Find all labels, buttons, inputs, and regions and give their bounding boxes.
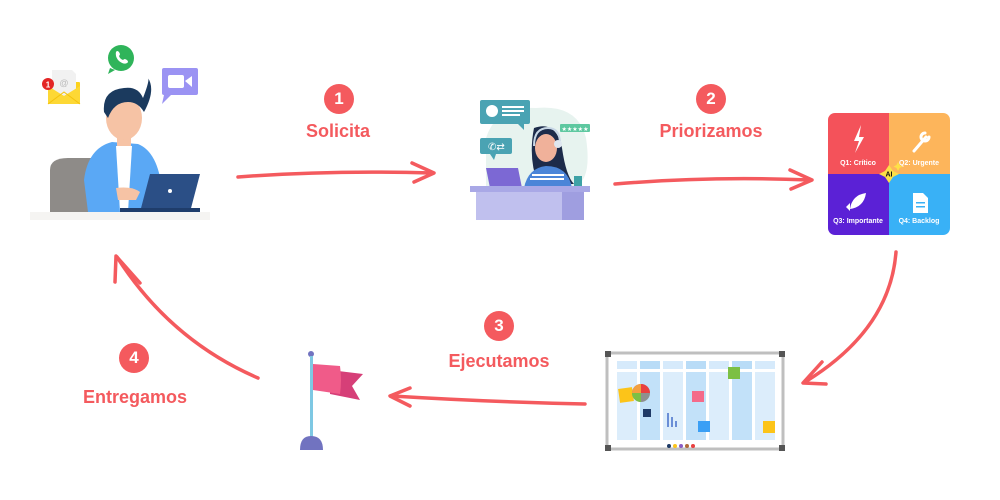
board-column <box>640 372 660 440</box>
delivery-flag <box>298 350 368 450</box>
board-column <box>709 372 729 440</box>
document-icon <box>913 193 928 213</box>
svg-text:1: 1 <box>46 81 51 90</box>
task-board <box>605 351 785 453</box>
notification-badge: 1 <box>42 78 54 90</box>
arrow-step-4-head <box>113 254 142 285</box>
arrow-matrix-to-board <box>803 250 898 384</box>
board-column <box>732 372 752 440</box>
arrow-step-2 <box>613 176 812 186</box>
rocket-icon <box>846 193 866 211</box>
arrow-matrix-to-board-head <box>801 360 828 386</box>
step-1-label: Solicita <box>305 121 371 141</box>
step-3-label: Ejecutamos <box>448 351 550 371</box>
rating-badge: ★★★★★ <box>560 124 590 133</box>
contact-card-icon <box>480 100 530 130</box>
quadrant-q2-label: Q2: Urgente <box>899 160 939 167</box>
ai-badge: AI <box>879 162 903 183</box>
wrench-icon <box>912 131 931 153</box>
step-3-badge: 3 <box>484 311 514 341</box>
svg-text:AI: AI <box>886 172 893 179</box>
board-column-header <box>640 361 660 369</box>
board-column-header <box>617 361 637 369</box>
step-4-label: Entregamos <box>82 387 188 407</box>
phone-transfer-icon: ✆⇄ <box>480 138 512 160</box>
board-column-header <box>709 361 729 369</box>
board-column-header <box>755 361 775 369</box>
board-column <box>617 372 637 440</box>
video-call-icon <box>162 68 198 104</box>
arrow-step-1-head <box>410 161 436 184</box>
email-icon: @ <box>47 70 81 105</box>
step-4-badge: 4 <box>119 343 149 373</box>
support-agent-illustration: ✆⇄ ★★★★★ <box>466 98 592 222</box>
lightning-icon <box>854 125 864 153</box>
quadrant-q1-label: Q1: Crítico <box>840 160 876 167</box>
board-column-header <box>686 361 706 369</box>
svg-text:★★★★★: ★★★★★ <box>562 126 589 133</box>
client-illustration: @ 1 <box>28 40 213 222</box>
priority-matrix: Q1: Crítico Q2: Urgente Q3: Importante Q… <box>828 113 950 235</box>
step-1-badge: 1 <box>324 84 354 114</box>
arrow-step-1 <box>236 170 434 179</box>
board-column-header <box>732 361 752 369</box>
step-2-badge: 2 <box>696 84 726 114</box>
board-column-header <box>663 361 683 369</box>
whatsapp-icon <box>108 45 134 74</box>
arrow-step-2-head <box>788 168 814 191</box>
arrow-step-4 <box>115 255 260 380</box>
arrow-step-3 <box>390 394 587 406</box>
board-column <box>663 372 683 440</box>
svg-text:@: @ <box>59 78 68 88</box>
svg-text:✆⇄: ✆⇄ <box>488 142 505 153</box>
step-2-label: Priorizamos <box>659 121 763 141</box>
quadrant-q4-label: Q4: Backlog <box>899 218 940 225</box>
arrow-step-3-head <box>388 386 412 408</box>
quadrant-q3-label: Q3: Importante <box>833 218 883 225</box>
